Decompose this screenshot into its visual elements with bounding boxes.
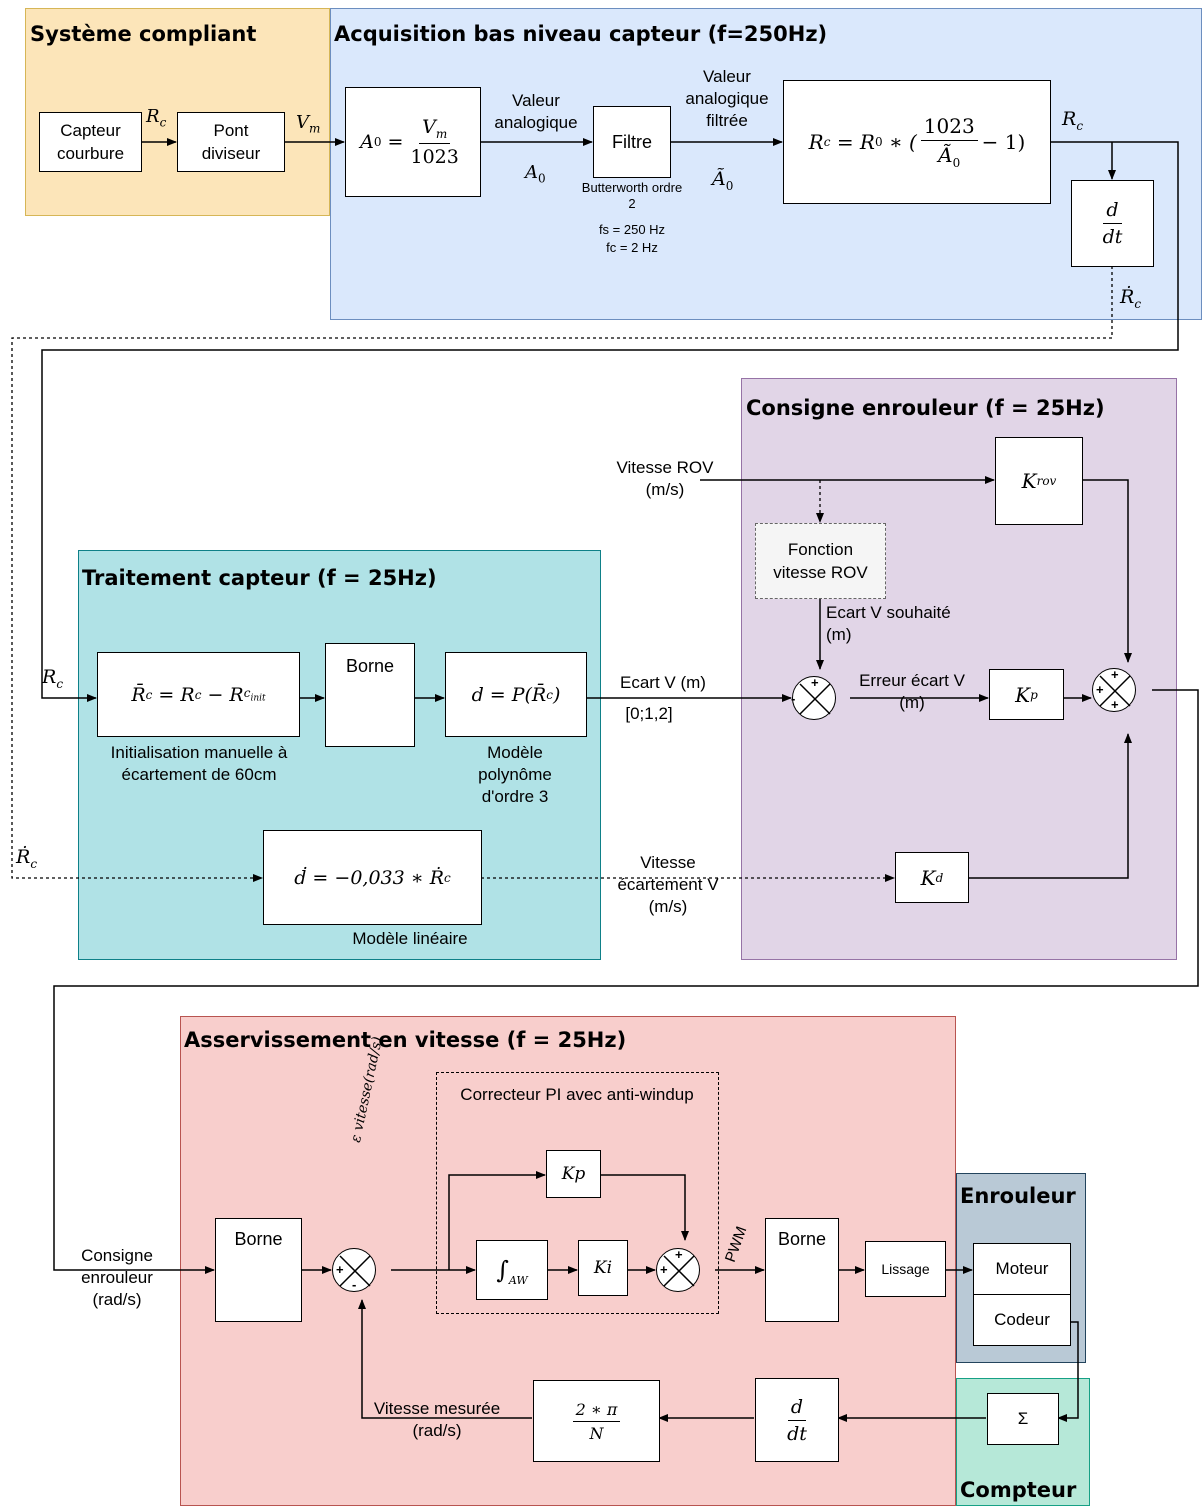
title-asservissement: Asservissement en vitesse (f = 25Hz)	[184, 1028, 627, 1052]
title-consigne-enrouleur: Consigne enrouleur (f = 25Hz)	[746, 396, 1105, 420]
wire-codeur-sigma	[1057, 1321, 1079, 1422]
sum-junction-pi: ++	[656, 1247, 700, 1292]
pi-corrector-label: Correcteur PI avec anti-windup	[460, 1085, 694, 1104]
wire-consigne-out	[53, 689, 1199, 1274]
rc-in-label: Rc	[42, 666, 64, 691]
pi-corrector-frame	[436, 1072, 719, 1314]
codeur-block: Codeur	[973, 1294, 1071, 1346]
integrator-block: ∫AW	[476, 1240, 548, 1300]
poly-formula-block: d = P(R̄c)	[445, 652, 587, 737]
kp-block-asserv: Kp	[546, 1150, 601, 1198]
wire-rc-out	[41, 141, 1179, 702]
wire-kp-sum3	[600, 1174, 689, 1241]
sum-junction-consigne: +++	[1092, 667, 1136, 712]
erreur-ecart-label: Erreur écart V (m)	[859, 671, 965, 712]
wire-krov-sum	[1082, 479, 1132, 663]
a0-signal-label: A0	[525, 162, 546, 186]
capteur-courbure-label: Capteur courbure	[56, 121, 125, 163]
ki-block: Ki	[578, 1240, 628, 1296]
wire-kd-sum2	[968, 733, 1132, 879]
filtre-block: Filtre	[593, 106, 671, 178]
fc-label: fc = 2 Hz	[606, 240, 658, 255]
sum-junction-asserv: +-	[332, 1248, 376, 1292]
lissage-block: Lissage	[865, 1241, 946, 1297]
ecart-souhaite-label: Ecart V souhaité (m)	[826, 603, 951, 644]
vitesse-rov-label: Vitesse ROV (m/s)	[616, 458, 714, 499]
vitesse-ecartement-label: Vitesse écartement V (m/s)	[617, 853, 719, 916]
borne-block-asserv-2: Borne	[765, 1218, 839, 1322]
ecart-range-label: [0;1,2]	[625, 704, 673, 723]
vm-label: Vm	[296, 112, 321, 136]
wire-feedback	[358, 1299, 532, 1419]
fs-label: fs = 250 Hz	[598, 222, 666, 237]
borne-block-asserv-1: Borne	[215, 1218, 302, 1322]
capteur-courbure-block: Capteur courbure	[39, 112, 142, 172]
valeur-filtree-label: Valeur analogique filtrée	[685, 67, 769, 130]
butterworth-label: Butterworth ordre 2	[581, 180, 683, 211]
sum-junction-ecart: +-	[791, 675, 836, 720]
ecart-v-label: Ecart V (m)	[620, 673, 706, 692]
rc-dot-in-label: Ṙc	[16, 846, 38, 871]
title-systeme-compliant: Système compliant	[30, 22, 257, 46]
lin-label: Modèle linéaire	[352, 929, 468, 948]
title-traitement-capteur: Traitement capteur (f = 25Hz)	[82, 566, 437, 590]
title-compteur: Compteur	[960, 1478, 1077, 1502]
vitesse-mesuree-label: Vitesse mesurée (rad/s)	[373, 1399, 501, 1440]
borne-block-traitement: Borne	[325, 643, 415, 747]
fonction-vitesse-rov-block: Fonction vitesse ROV	[755, 523, 886, 599]
moteur-block: Moteur	[973, 1243, 1071, 1295]
rc-out-label: Rc	[1062, 108, 1084, 133]
a0-tilde-label: Ã0	[712, 168, 734, 193]
pont-diviseur-label: Pont diviseur	[201, 121, 261, 163]
poly-label: Modèle polynôme d'ordre 3	[478, 743, 552, 806]
init-label: Initialisation manuelle à écartement de …	[110, 743, 288, 784]
pont-diviseur-block: Pont diviseur	[177, 112, 285, 172]
title-acquisition: Acquisition bas niveau capteur (f=250Hz)	[334, 22, 828, 46]
rc-label-1: Rc	[146, 106, 167, 130]
consigne-enrouleur-label: Consigne enrouleur (rad/s)	[81, 1246, 153, 1309]
wire-kp-branch	[448, 1171, 546, 1270]
title-enrouleur: Enrouleur	[960, 1184, 1076, 1208]
wire-rcdot-out	[11, 266, 1113, 882]
sigma-block: Σ	[987, 1393, 1059, 1445]
valeur-analogique-label: Valeur analogique	[494, 91, 578, 132]
rc-dot-label-top: Ṙc	[1120, 286, 1142, 311]
